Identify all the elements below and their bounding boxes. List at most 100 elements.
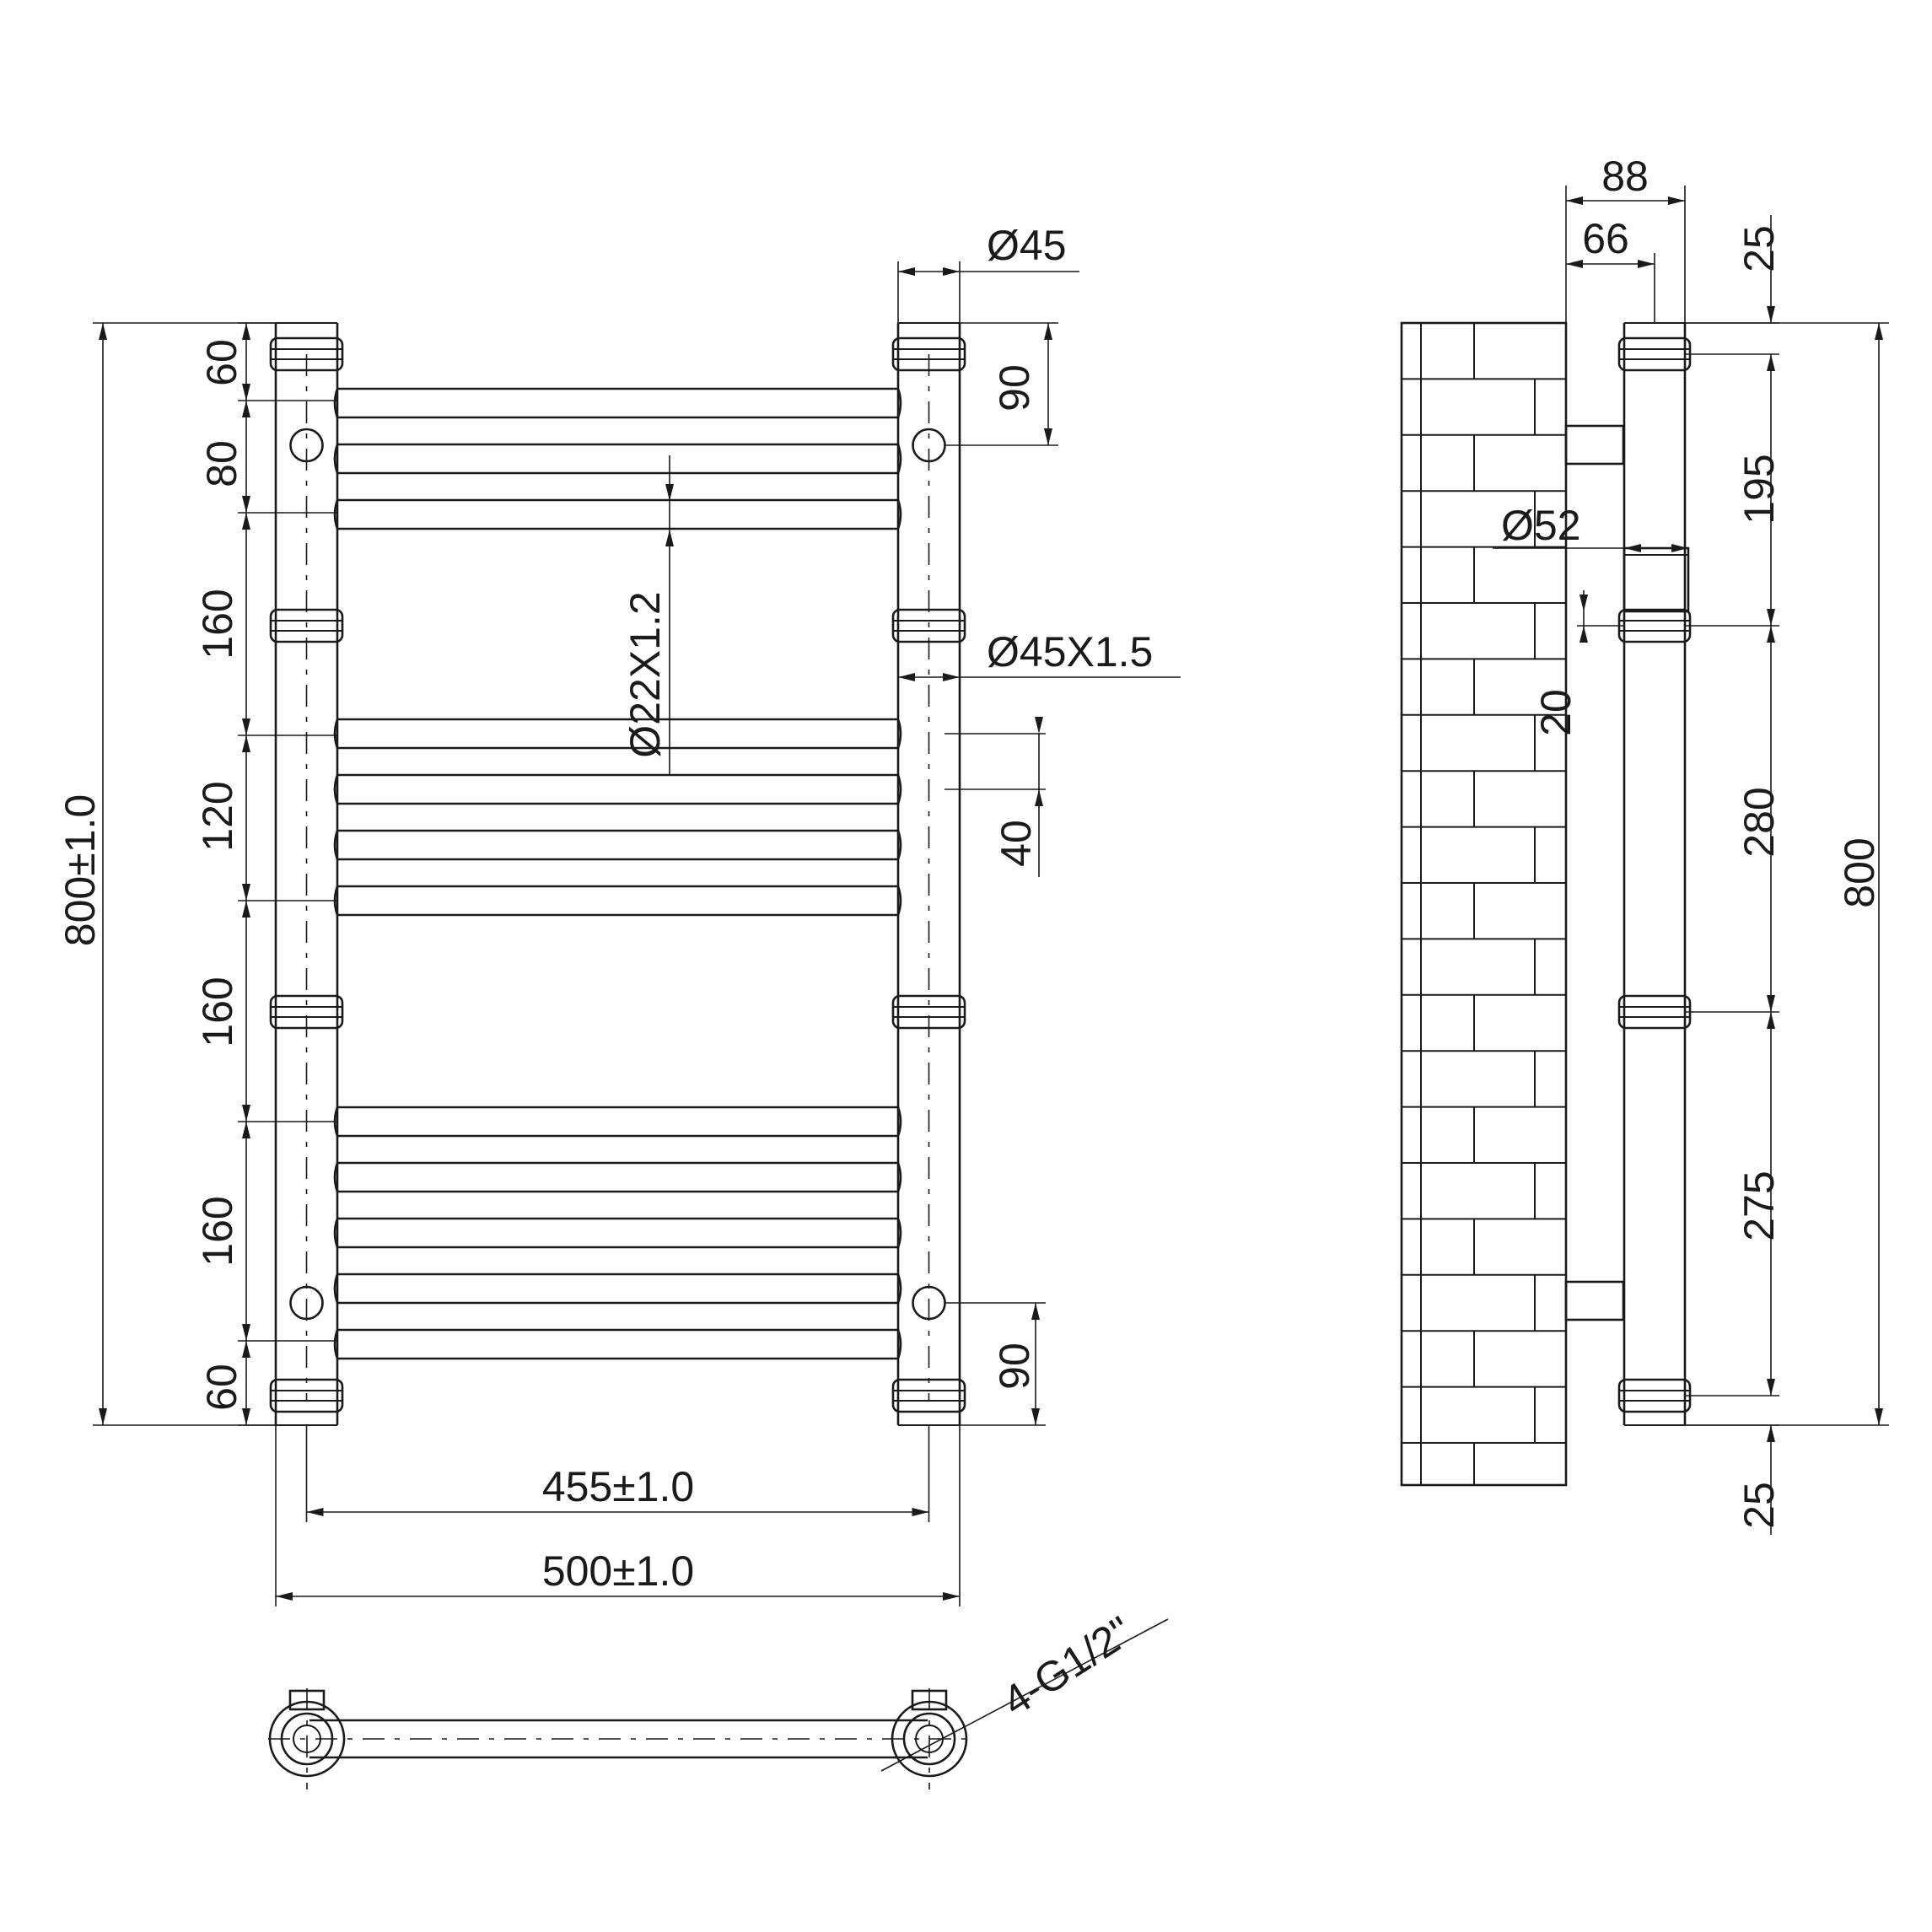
wall-bracket — [1564, 1280, 1625, 1321]
front-overall-width-label: 500±1.0 — [542, 1547, 694, 1595]
arrowhead — [898, 267, 915, 276]
arrowhead — [1767, 1425, 1775, 1442]
collar — [1617, 1378, 1692, 1413]
arrowhead — [242, 1122, 250, 1138]
collar — [891, 608, 966, 643]
arrowhead — [1035, 789, 1043, 806]
front-left-dim-label: 60 — [198, 339, 245, 386]
arrowhead — [99, 1408, 107, 1425]
arrowhead — [242, 384, 250, 401]
front-left-dim-label: 60 — [198, 1364, 245, 1411]
side-right-dim-label: 25 — [1736, 1482, 1783, 1529]
arrowhead — [242, 718, 250, 735]
front-overall-height-label: 800±1.0 — [57, 794, 104, 946]
arrowhead — [1767, 995, 1775, 1012]
arrowhead — [242, 401, 250, 417]
arrowhead — [1767, 306, 1775, 323]
arrowhead — [99, 323, 107, 340]
arrowhead — [1566, 260, 1583, 268]
arrowhead — [1566, 196, 1583, 205]
arrowhead — [276, 1592, 293, 1601]
arrowhead — [1767, 609, 1775, 626]
top-post-inner — [280, 1712, 334, 1766]
towel-bar — [333, 1161, 902, 1193]
top-post-inner — [902, 1712, 956, 1766]
side-bracket-diameter-label: Ø52 — [1501, 502, 1581, 549]
arrowhead — [1035, 717, 1043, 734]
collar — [1617, 608, 1692, 643]
front-right-bottom-dim-label: 90 — [991, 1343, 1038, 1390]
arrowhead — [898, 673, 915, 681]
arrowhead — [242, 1408, 250, 1425]
towel-bar — [333, 498, 902, 530]
arrowhead — [242, 735, 250, 752]
vent-plug — [289, 428, 324, 463]
arrowhead — [943, 673, 960, 681]
arrowhead — [306, 1508, 324, 1516]
collar — [1617, 994, 1692, 1030]
arrowhead — [665, 484, 674, 501]
side-bracket-gap-label: 20 — [1532, 689, 1580, 736]
wall — [1400, 321, 1568, 1487]
towel-bar — [333, 885, 902, 917]
arrowhead — [1031, 1303, 1040, 1320]
towel-bar — [333, 1106, 902, 1138]
top-connections-label: 4-G1/2" — [994, 1607, 1141, 1725]
side-depth-wall-label: 66 — [1582, 215, 1629, 262]
front-left-dim-label: 120 — [194, 781, 241, 851]
towel-bar — [333, 387, 902, 419]
towel-bar — [333, 1217, 902, 1249]
towel-bar — [333, 773, 902, 805]
arrowhead — [1580, 595, 1588, 611]
front-view — [93, 261, 1181, 1606]
front-left-dim-label: 80 — [198, 440, 245, 487]
towel-bar — [333, 829, 902, 861]
front-bar-tube-label: Ø22X1.2 — [622, 591, 669, 757]
towel-bar — [333, 443, 902, 475]
arrowhead — [1767, 354, 1775, 371]
arrowhead — [1031, 1408, 1040, 1425]
collar — [269, 1378, 344, 1413]
arrowhead — [1671, 544, 1688, 552]
towel-bar — [333, 1328, 902, 1360]
arrowhead — [1044, 428, 1052, 445]
collar — [891, 994, 966, 1030]
side-overall-height-label: 800 — [1836, 837, 1883, 907]
arrowhead — [242, 496, 250, 513]
towel-bar — [333, 1273, 902, 1305]
arrowhead — [1044, 323, 1052, 340]
collar — [269, 994, 344, 1030]
side-depth-total-label: 88 — [1601, 153, 1649, 200]
arrowhead — [665, 530, 674, 546]
side-right-dim-label: 275 — [1736, 1171, 1783, 1240]
side-right-dim-label: 195 — [1736, 454, 1783, 524]
arrowhead — [242, 1341, 250, 1358]
vent-plug — [289, 1285, 324, 1321]
arrowhead — [1767, 1012, 1775, 1029]
arrowhead — [1580, 626, 1588, 643]
collar — [269, 336, 344, 372]
arrowhead — [1668, 196, 1685, 205]
collar — [891, 1378, 966, 1413]
front-left-dim-label: 160 — [194, 1196, 241, 1266]
front-bar-pitch-label: 40 — [993, 820, 1040, 867]
bracket-clamp — [1623, 546, 1690, 613]
collar — [1617, 336, 1692, 372]
arrowhead — [242, 513, 250, 530]
top-view — [268, 1618, 1169, 1789]
arrowhead — [1767, 1379, 1775, 1396]
arrowhead — [1875, 1408, 1883, 1425]
arrowhead — [242, 884, 250, 901]
arrowhead — [912, 1508, 929, 1516]
front-post-diameter-label: Ø45 — [987, 222, 1067, 269]
front-left-dim-label: 160 — [194, 977, 241, 1047]
front-right-top-dim-label: 90 — [991, 364, 1038, 412]
front-post-tube-label: Ø45X1.5 — [987, 628, 1153, 675]
side-right-dim-label: 280 — [1736, 787, 1783, 857]
front-centers-width-label: 455±1.0 — [542, 1463, 694, 1510]
arrowhead — [943, 267, 960, 276]
front-left-dim-label: 160 — [194, 589, 241, 659]
arrowhead — [242, 323, 250, 340]
side-right-dim-label: 25 — [1736, 225, 1783, 272]
